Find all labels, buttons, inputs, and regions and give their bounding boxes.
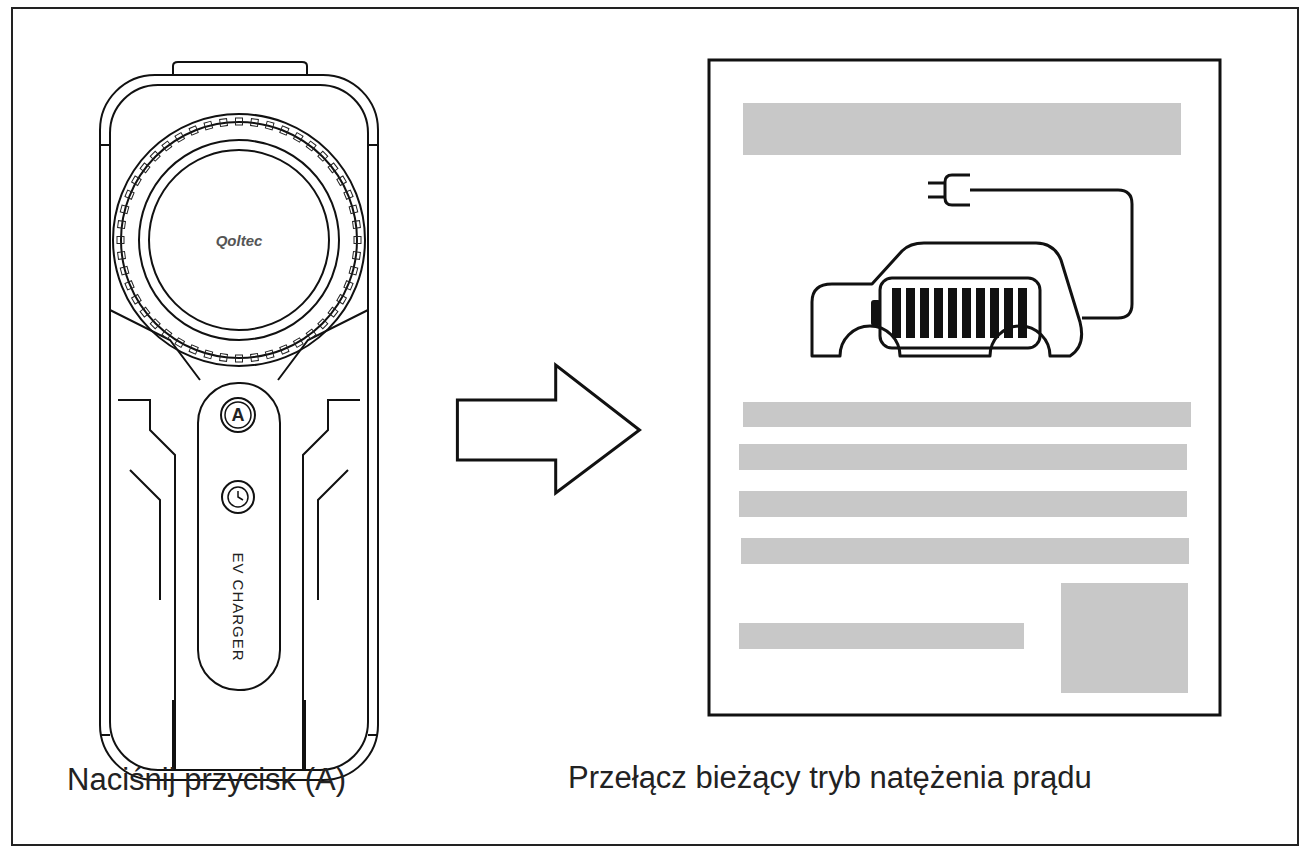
dial-tick (354, 237, 361, 244)
battery-terminal (871, 300, 881, 326)
dial-tick (337, 176, 347, 186)
dial-tick (189, 345, 198, 354)
dial-tick (204, 350, 213, 359)
dial-tick (189, 126, 198, 135)
dial-tick (150, 319, 160, 329)
dial-tick (118, 221, 126, 229)
dial-tick (265, 350, 274, 359)
dial-tick (162, 329, 172, 339)
dial-tick (117, 237, 124, 244)
dial-tick (328, 307, 338, 317)
screen-panel: Przełącz bieżący tryb natężenia prądu (709, 60, 1220, 715)
dial-tick (236, 118, 243, 125)
caption: Naciśnij przycisk (A) (67, 762, 346, 798)
dial-tick (150, 151, 160, 161)
dial-tick (204, 121, 213, 130)
dial-tick (353, 252, 361, 260)
dial-tick (140, 163, 150, 173)
battery-cells (892, 288, 1028, 338)
dial-tick (306, 329, 316, 339)
device-label: EV CHARGER (231, 552, 246, 661)
text-placeholder-bars (739, 103, 1191, 693)
dial-tick (349, 205, 358, 214)
dial-tick (140, 307, 150, 317)
dial-tick (132, 176, 142, 186)
dial-tick (120, 205, 129, 214)
dial-tick (175, 133, 185, 143)
dial-tick (337, 294, 347, 304)
block-arrow (457, 365, 639, 493)
dial-tick (236, 355, 243, 362)
dial-tick (220, 354, 228, 362)
dial-tick (293, 338, 303, 348)
dial-tick (125, 190, 134, 199)
dial-tick (220, 119, 228, 127)
dial-tick (328, 163, 338, 173)
dial-tick (318, 151, 328, 161)
dial-tick (265, 121, 274, 130)
dial-tick (251, 354, 259, 362)
dial-tick (293, 133, 303, 143)
outer-frame (12, 8, 1298, 845)
dial-tick (344, 281, 353, 290)
dial-tick (132, 294, 142, 304)
dial-tick (118, 252, 126, 260)
dial-tick (251, 119, 259, 127)
car-icon (812, 175, 1132, 356)
dial-tick (280, 345, 289, 354)
dial-tick (175, 338, 185, 348)
dial-tick (120, 266, 129, 275)
dial-tick (280, 126, 289, 135)
dial-tick (318, 319, 328, 329)
dial-tick (125, 281, 134, 290)
charger-device: AEV CHARGERNaciśnij przycisk (A) (100, 62, 378, 780)
dial-tick (349, 266, 358, 275)
button-letter: A (232, 406, 245, 424)
dial-tick (306, 141, 316, 151)
dial-tick (162, 141, 172, 151)
caption: Przełącz bieżący tryb natężenia prądu (568, 760, 1092, 796)
dial-tick (353, 221, 361, 229)
dial-tick (344, 190, 353, 199)
screen-frame (709, 60, 1220, 715)
brand-logo: Qoltec (216, 233, 263, 248)
charger-housing (100, 62, 378, 780)
dial-ticks (117, 118, 361, 362)
